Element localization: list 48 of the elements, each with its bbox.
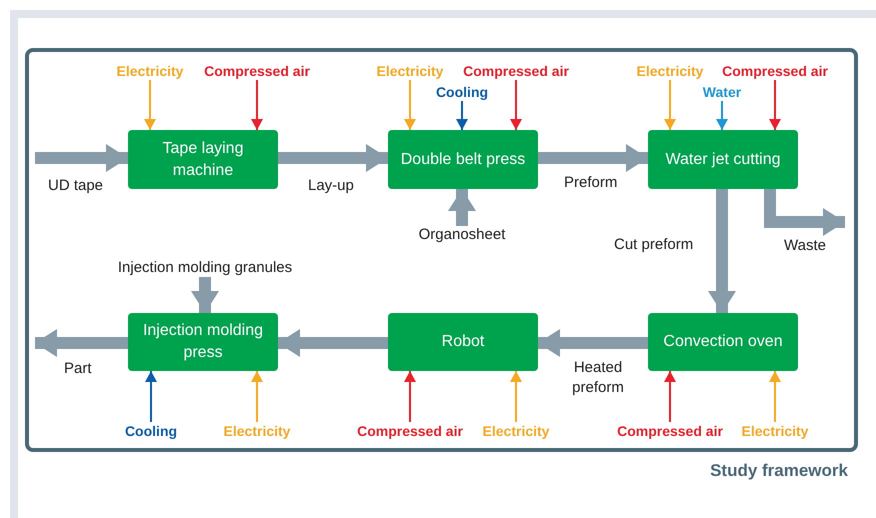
- flow-arrow: [278, 329, 388, 357]
- input-arrow: [251, 371, 263, 422]
- input-arrow: [404, 80, 416, 130]
- input-arrow: [510, 371, 522, 422]
- resource-label: Water: [702, 83, 742, 101]
- resource-label: Compressed air: [463, 62, 569, 80]
- input-arrow: [251, 80, 263, 130]
- input-arrow: [664, 80, 676, 130]
- input-arrow: [145, 371, 157, 422]
- resource-label: Compressed air: [357, 422, 463, 440]
- resource-label: Compressed air: [722, 62, 828, 80]
- flow-arrow: [448, 189, 476, 226]
- frame-title: Study framework: [710, 460, 848, 482]
- resource-label: Electricity: [482, 422, 550, 440]
- resource-label: Electricity: [224, 422, 290, 440]
- flow-arrow: [764, 189, 845, 236]
- resource-label: Electricity: [116, 62, 184, 80]
- process-box: Robot: [388, 313, 538, 371]
- resource-label: Compressed air: [204, 62, 310, 80]
- flow-arrow: [278, 144, 388, 172]
- flow-arrow: [538, 144, 648, 172]
- resource-label: Cooling: [124, 422, 178, 440]
- process-box: Injection molding press: [128, 313, 278, 371]
- resource-label: Electricity: [376, 62, 444, 80]
- process-box: Convection oven: [648, 313, 798, 371]
- process-box: Tape laying machine: [128, 130, 278, 189]
- input-arrow: [716, 101, 728, 130]
- flow-arrow: [191, 277, 219, 313]
- input-arrow: [456, 101, 468, 130]
- input-arrow: [769, 371, 781, 422]
- process-box: Double belt press: [388, 130, 538, 189]
- edge-label: Cut preform: [614, 235, 694, 255]
- flow-arrow: [708, 189, 736, 313]
- input-arrow: [404, 371, 416, 422]
- flow-arrow: [35, 144, 128, 172]
- input-arrow: [769, 80, 781, 130]
- resource-label: Electricity: [742, 422, 808, 440]
- process-box: Water jet cutting: [648, 130, 798, 189]
- resource-label: Cooling: [436, 83, 488, 101]
- flow-arrow: [35, 329, 128, 357]
- input-arrow: [664, 371, 676, 422]
- input-arrow: [144, 80, 156, 130]
- material-label: Injection molding granules: [118, 259, 292, 277]
- resource-label: Compressed air: [617, 422, 723, 440]
- material-label: Organosheet: [418, 226, 506, 244]
- flow-arrow: [538, 329, 648, 357]
- input-arrow: [510, 80, 522, 130]
- resource-label: Electricity: [636, 62, 704, 80]
